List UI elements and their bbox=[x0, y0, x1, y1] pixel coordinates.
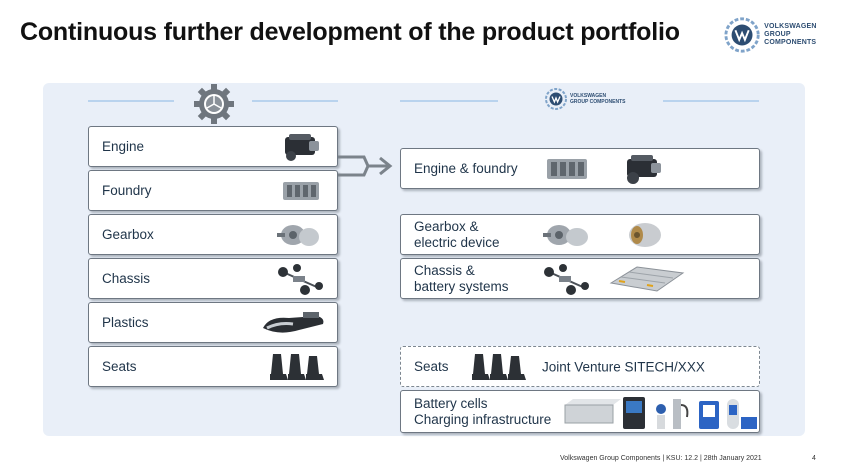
engine-block-icon bbox=[283, 182, 319, 200]
label-line-2: electric device bbox=[414, 234, 500, 250]
left-item-label: Chassis bbox=[102, 270, 151, 286]
label-line-2: Charging infrastructure bbox=[414, 411, 552, 427]
brand-line-1: VOLKSWAGEN bbox=[764, 23, 817, 30]
mini-brand-line-2: GROUP COMPONENTS bbox=[570, 99, 626, 105]
left-item-label: Plastics bbox=[102, 314, 149, 330]
left-item-label: Gearbox bbox=[102, 226, 154, 242]
page-number: 4 bbox=[812, 455, 816, 462]
left-item-seats: Seats bbox=[88, 346, 338, 387]
electric-motor-icon bbox=[629, 223, 661, 247]
engine-icon bbox=[627, 155, 661, 184]
right-item-engine-foundry: Engine & foundry bbox=[400, 148, 760, 189]
chassis-icon bbox=[544, 264, 589, 295]
right-item-chassis-battery: Chassis & battery systems bbox=[400, 258, 760, 299]
battery-charging-icons bbox=[564, 397, 757, 429]
arrow-right-icon bbox=[338, 155, 393, 177]
brand-line-2: GROUP COMPONENTS bbox=[764, 31, 817, 46]
page-title: Continuous further development of the pr… bbox=[20, 18, 680, 46]
left-divider-2 bbox=[252, 100, 338, 102]
label-line-1: Gearbox & bbox=[414, 218, 479, 234]
battery-pack-icon bbox=[609, 266, 685, 292]
gearbox-icon bbox=[277, 225, 319, 246]
right-item-label: Seats bbox=[414, 358, 449, 374]
right-item-label: Engine & foundry bbox=[414, 160, 518, 176]
vw-globe-small-icon bbox=[545, 88, 567, 110]
label-line-1: Chassis & bbox=[414, 262, 475, 278]
seats-icon bbox=[270, 354, 324, 380]
engine-icon bbox=[285, 134, 319, 161]
engine-block-icon bbox=[547, 159, 587, 179]
label-line-2: battery systems bbox=[414, 278, 509, 294]
vw-group-components-mini-logo: VOLKSWAGEN GROUP COMPONENTS bbox=[545, 88, 625, 110]
left-item-foundry: Foundry bbox=[88, 170, 338, 211]
right-item-gearbox-electric: Gearbox & electric device bbox=[400, 214, 760, 255]
left-divider-1 bbox=[88, 100, 174, 102]
volkswagen-group-components-logo: VOLKSWAGEN GROUP COMPONENTS bbox=[724, 16, 841, 54]
left-item-gearbox: Gearbox bbox=[88, 214, 338, 255]
left-item-engine: Engine bbox=[88, 126, 338, 167]
joint-venture-label: Joint Venture SITECH/XXX bbox=[542, 359, 705, 374]
mini-brand-line-1: VOLKSWAGEN bbox=[570, 93, 607, 99]
left-item-label: Foundry bbox=[102, 182, 152, 198]
right-item-battery-charging: Battery cells Charging infrastructure bbox=[400, 390, 760, 433]
left-item-label: Seats bbox=[102, 358, 137, 374]
vw-globe-icon bbox=[724, 17, 760, 53]
right-item-seats-jv: Seats Joint Venture SITECH/XXX bbox=[400, 346, 760, 387]
footer-text: Volkswagen Group Components | KSU: 12.2 … bbox=[560, 455, 762, 462]
plastic-part-icon bbox=[263, 312, 324, 333]
right-item-label: Battery cells Charging infrastructure bbox=[414, 396, 551, 428]
right-item-label: Gearbox & electric device bbox=[414, 219, 500, 251]
left-item-chassis: Chassis bbox=[88, 258, 338, 299]
right-item-label: Chassis & battery systems bbox=[414, 263, 509, 295]
left-item-plastics: Plastics bbox=[88, 302, 338, 343]
seats-icon bbox=[472, 354, 526, 380]
right-divider-1 bbox=[400, 100, 498, 102]
gearbox-icon bbox=[543, 225, 588, 246]
chassis-icon bbox=[278, 264, 323, 295]
label-line-1: Battery cells bbox=[414, 395, 488, 411]
left-item-label: Engine bbox=[102, 138, 145, 154]
gear-icon bbox=[194, 84, 234, 124]
right-divider-2 bbox=[663, 100, 759, 102]
